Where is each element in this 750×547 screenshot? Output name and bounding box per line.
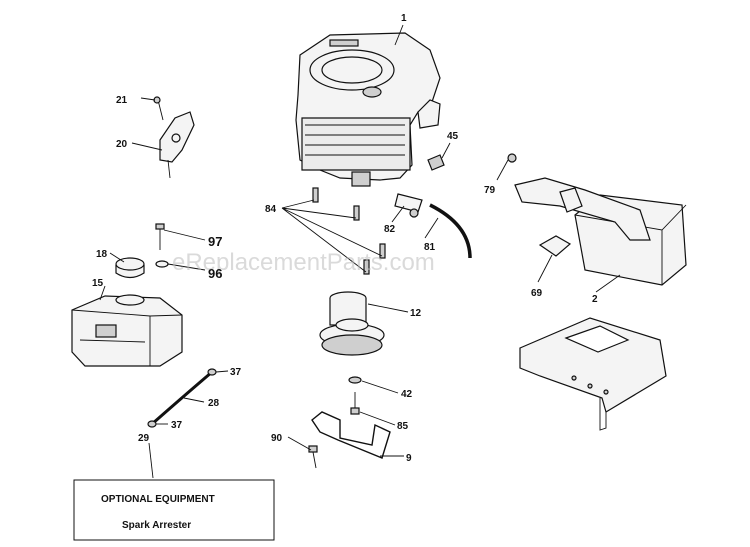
callout-96: 96 xyxy=(208,266,222,281)
bracket-9 xyxy=(311,411,391,459)
fuel-hose xyxy=(147,368,217,428)
bolt-97 xyxy=(155,223,169,268)
callout-37b: 37 xyxy=(171,420,183,431)
optional-equipment-box: OPTIONAL EQUIPMENT Spark Arrester xyxy=(73,479,275,541)
bracket-45 xyxy=(427,154,445,171)
engine-mount-plate xyxy=(519,317,667,431)
callout-2: 2 xyxy=(592,294,598,305)
callout-20: 20 xyxy=(116,139,128,150)
callout-97: 97 xyxy=(208,234,222,249)
fuel-tank xyxy=(71,294,183,367)
engine xyxy=(295,32,441,187)
throttle-control xyxy=(153,96,195,179)
callout-90: 90 xyxy=(271,433,283,444)
optional-equipment-subtitle: Spark Arrester xyxy=(122,520,191,531)
gaskets xyxy=(507,153,572,257)
leader-lines xyxy=(99,24,621,479)
callout-82: 82 xyxy=(384,224,396,235)
callout-29: 29 xyxy=(138,433,150,444)
callout-18: 18 xyxy=(96,249,108,260)
callout-1: 1 xyxy=(401,13,407,24)
callout-84: 84 xyxy=(265,204,277,215)
washer-42 xyxy=(348,376,362,384)
pulley xyxy=(319,291,385,356)
fuel-cap xyxy=(115,257,145,279)
callout-81: 81 xyxy=(424,242,436,253)
callout-21: 21 xyxy=(116,95,128,106)
callout-28: 28 xyxy=(208,398,220,409)
bolt-85 xyxy=(350,392,360,415)
watermark: eReplacementParts.com xyxy=(172,249,435,276)
callout-9: 9 xyxy=(406,453,412,464)
callout-85: 85 xyxy=(397,421,409,432)
callout-labels: 1 21 20 45 79 84 82 81 97 96 18 15 12 69… xyxy=(92,13,598,464)
bolts-84 xyxy=(312,187,386,275)
fuel-line xyxy=(394,193,472,259)
callout-45: 45 xyxy=(447,131,459,142)
callout-12: 12 xyxy=(410,308,422,319)
callout-15: 15 xyxy=(92,278,104,289)
muffler xyxy=(514,177,687,286)
callout-69: 69 xyxy=(531,288,543,299)
callout-79: 79 xyxy=(484,185,496,196)
callout-42: 42 xyxy=(401,389,413,400)
callout-37a: 37 xyxy=(230,367,242,378)
optional-equipment-title: OPTIONAL EQUIPMENT xyxy=(101,494,215,505)
